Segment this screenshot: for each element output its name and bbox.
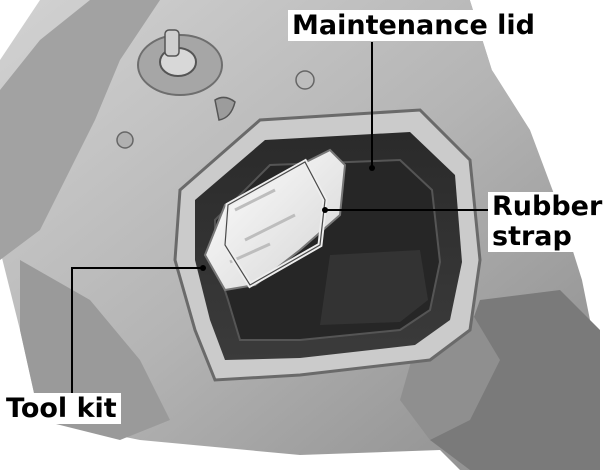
ignition-area xyxy=(116,29,315,149)
rubber-strap-label-line2: strap xyxy=(492,221,572,252)
maintenance-lid-label: Maintenance lid xyxy=(288,10,539,41)
rubber-strap-label: Rubber strap xyxy=(488,191,607,252)
leader-tool-kit xyxy=(71,267,203,398)
tool-kit-label: Tool kit xyxy=(2,393,121,424)
tool-kit-bundle xyxy=(203,148,347,292)
maintenance-opening xyxy=(173,108,482,382)
rubber-strap-label-line1: Rubber xyxy=(492,191,603,222)
